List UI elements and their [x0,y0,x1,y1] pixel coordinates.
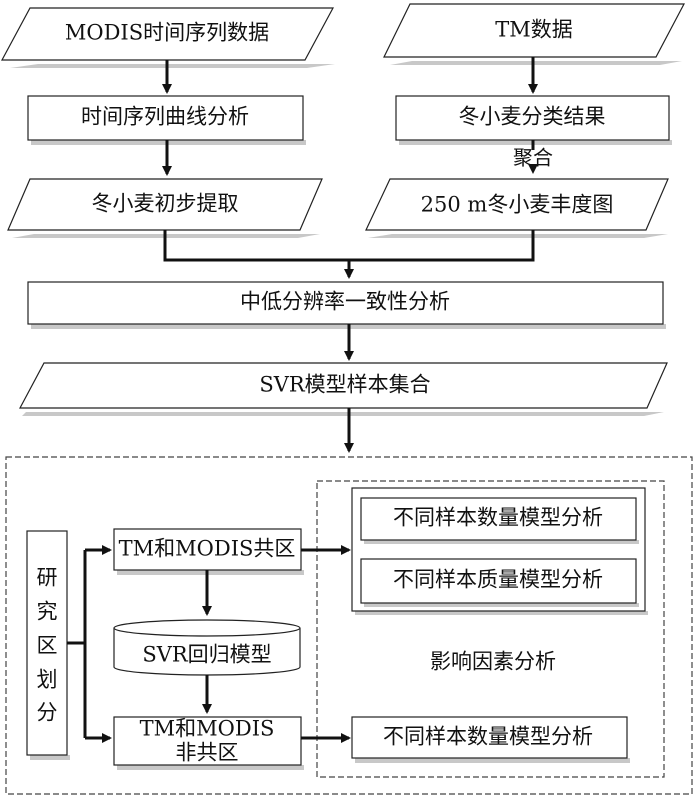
svr-sample-set-node: SVR模型样本集合 [19,362,668,416]
sample-quantity-analysis-2-node: 不同样本数量模型分析 [351,716,630,763]
wheat-classification-label: 冬小麦分类结果 [459,105,606,129]
time-series-analysis-label: 时间序列曲线分析 [81,105,249,129]
study-section-container [5,456,693,795]
common-area-node: TM和MODIS共区 [113,528,304,575]
abundance-map-node: 250 m冬小麦丰度图 [365,178,669,238]
study-area-char-5: 分 [37,701,58,725]
aggregation-label: 聚合 [513,146,553,170]
svr-sample-set-label: SVR模型样本集合 [259,373,430,397]
sample-quality-analysis-node: 不同样本质量模型分析 [360,558,639,607]
sample-quality-analysis-label: 不同样本质量模型分析 [393,568,603,592]
modis-data-label: MODIS时间序列数据 [65,21,269,45]
time-series-analysis-node: 时间序列曲线分析 [27,95,306,145]
study-area-division-node: 研 究 区 划 分 [26,530,70,760]
abundance-map-label: 250 m冬小麦丰度图 [421,193,614,217]
non-common-area-node: TM和MODIS 非共区 [113,716,304,770]
sample-quantity-analysis-label: 不同样本数量模型分析 [393,506,603,530]
svr-regression-node: SVR回归模型 [113,619,301,676]
wheat-classification-node: 冬小麦分类结果 [395,95,672,145]
factor-analysis-container [316,480,665,778]
sample-quantity-analysis-node: 不同样本数量模型分析 [360,497,639,544]
factor-analysis-label: 影响因素分析 [430,650,556,674]
consistency-analysis-node: 中低分辨率一致性分析 [27,281,666,329]
common-area-label: TM和MODIS共区 [119,537,296,561]
consistency-analysis-label: 中低分辨率一致性分析 [240,290,450,314]
tm-data-label: TM数据 [495,18,573,42]
wheat-initial-extraction-label: 冬小麦初步提取 [92,192,239,216]
non-common-area-label-line1: TM和MODIS [140,717,275,741]
study-area-char-4: 划 [37,668,58,692]
modis-data-node: MODIS时间序列数据 [0,7,335,68]
study-area-char-1: 研 [37,566,58,590]
tm-data-node: TM数据 [383,3,685,65]
study-area-char-3: 区 [37,634,58,658]
svr-regression-label: SVR回归模型 [142,643,271,667]
non-common-area-label-line2: 非共区 [176,741,239,765]
study-area-char-2: 究 [37,600,58,624]
wheat-initial-extraction-node: 冬小麦初步提取 [7,178,323,238]
sample-quantity-analysis-2-label: 不同样本数量模型分析 [383,725,593,749]
